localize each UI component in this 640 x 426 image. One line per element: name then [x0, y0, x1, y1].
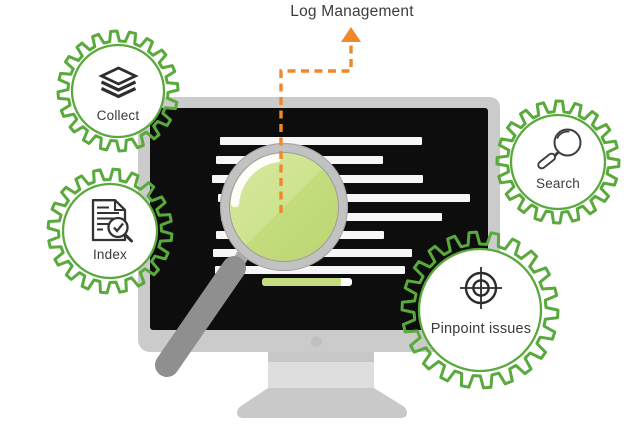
- magnifier-icon: [537, 128, 582, 170]
- crosshair-icon: [460, 267, 502, 309]
- monitor-base: [237, 388, 407, 418]
- monitor-screen: [150, 108, 488, 330]
- layers-icon: [98, 66, 139, 99]
- arrow-head-icon: [341, 27, 361, 42]
- page-title: Log Management: [290, 3, 414, 20]
- pinpoint-label: Pinpoint issues: [430, 321, 532, 337]
- index-label: Index: [92, 247, 128, 262]
- search-label: Search: [536, 176, 580, 191]
- monitor-neck-shadow: [268, 352, 374, 362]
- collect-label: Collect: [96, 108, 140, 123]
- document-search-icon: [91, 199, 133, 243]
- monitor-camera-dot: [311, 336, 322, 347]
